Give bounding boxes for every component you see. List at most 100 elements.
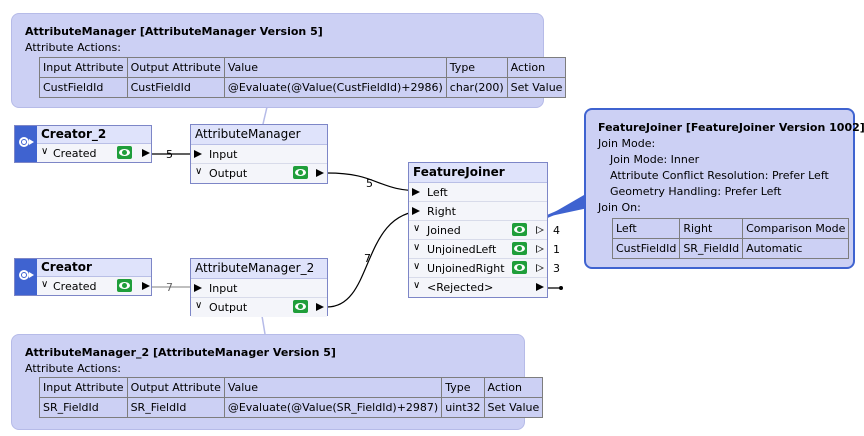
feature-count-label: 5 [166,148,173,161]
table-header-cell: Input Attribute [39,377,128,398]
unjoined-left-count-label: 1 [553,243,560,256]
join-on-label: Join On: [598,201,641,214]
table-header-row: Left Right Comparison Mode [611,218,850,239]
eye-icon[interactable] [293,166,308,179]
port-label: UnjoinedRight [427,262,505,275]
eye-icon[interactable] [117,279,132,292]
output-port-arrow-icon[interactable] [536,264,544,272]
table-cell: CustFieldId [39,77,128,98]
table-cell: SR_FieldId [126,397,225,418]
output-port-created[interactable]: ∨ Created [37,277,151,295]
chevron-down-icon[interactable]: ∨ [195,300,203,311]
table-header-cell: Action [506,57,567,78]
output-port-arrow-icon[interactable] [536,283,544,291]
chevron-down-icon[interactable]: ∨ [413,242,421,253]
annotation-subtitle: Attribute Actions: [25,41,121,54]
table-row: CustFieldId SR_FieldId Automatic [611,238,850,259]
attribute-actions-table: Input Attribute Output Attribute Value T… [39,377,544,418]
input-port-arrow-icon[interactable] [412,207,420,215]
table-cell: char(200) [445,77,508,98]
port-label: Created [53,147,97,160]
creator-icon [15,126,37,162]
port-label: Output [209,167,248,180]
output-port-arrow-icon[interactable] [536,226,544,234]
chevron-down-icon[interactable]: ∨ [41,146,49,157]
output-port-unjoined-right[interactable]: ∨ UnjoinedRight [409,259,547,278]
output-port[interactable]: ∨ Output [191,298,327,317]
table-header-cell: Value [223,57,447,78]
attribute-manager-transformer[interactable]: AttributeManager Input ∨ Output [190,124,328,184]
chevron-down-icon[interactable]: ∨ [41,279,49,290]
eye-icon[interactable] [293,300,308,313]
table-header-cell: Input Attribute [39,57,128,78]
eye-icon[interactable] [512,223,527,236]
input-port-arrow-icon[interactable] [194,150,202,158]
port-label: UnjoinedLeft [427,243,497,256]
annotation-attribute-manager-2[interactable]: AttributeManager_2 [AttributeManager Ver… [11,334,544,430]
table-cell: CustFieldId [126,77,225,98]
eye-icon[interactable] [117,146,132,159]
table-header-cell: Output Attribute [126,57,225,78]
geometry-handling-value: Geometry Handling: Prefer Left [610,185,782,198]
table-cell: Automatic [742,238,850,259]
port-label: Input [209,148,238,161]
annotation-subtitle: Attribute Actions: [25,362,121,375]
output-port-joined[interactable]: ∨ Joined [409,221,547,240]
input-port[interactable]: Input [191,279,327,298]
chevron-down-icon[interactable]: ∨ [413,223,421,234]
annotation-attribute-manager[interactable]: AttributeManager [AttributeManager Versi… [11,13,567,108]
chevron-down-icon[interactable]: ∨ [413,280,421,291]
table-header-row: Input Attribute Output Attribute Value T… [39,57,567,78]
port-label: Input [209,282,238,295]
creator-icon [15,259,37,295]
table-header-cell: Value [223,377,443,398]
feature-count-label: 7 [166,281,173,294]
table-cell: @Evaluate(@Value(CustFieldId)+2986) [223,77,447,98]
creator-2-transformer[interactable]: Creator_2 ∨ Created [14,125,152,163]
feature-joiner-transformer[interactable]: FeatureJoiner Left Right ∨ Joined ∨ Unjo… [408,162,548,298]
output-port[interactable]: ∨ Output [191,164,327,183]
input-port-left[interactable]: Left [409,183,547,202]
table-header-cell: Type [441,377,485,398]
port-label: Right [427,205,456,218]
table-header-cell: Output Attribute [126,377,225,398]
input-port-arrow-icon[interactable] [194,284,202,292]
unjoined-right-count-label: 3 [553,262,560,275]
output-port-arrow-icon[interactable] [316,303,324,311]
table-cell: uint32 [441,397,485,418]
join-on-table: Left Right Comparison Mode CustFieldId S… [611,218,850,259]
output-port-arrow-icon[interactable] [316,169,324,177]
creator-transformer[interactable]: Creator ∨ Created [14,258,152,296]
chevron-down-icon[interactable]: ∨ [413,261,421,272]
output-port-arrow-icon[interactable] [142,282,150,290]
output-port-arrow-icon[interactable] [536,245,544,253]
input-port-right[interactable]: Right [409,202,547,221]
attribute-manager-2-transformer[interactable]: AttributeManager_2 Input ∨ Output [190,258,328,317]
output-port-rejected[interactable]: ∨ <Rejected> [409,278,547,297]
eye-icon[interactable] [512,242,527,255]
eye-icon[interactable] [512,261,527,274]
table-header-cell: Action [483,377,544,398]
output-port-unjoined-left[interactable]: ∨ UnjoinedLeft [409,240,547,259]
table-header-row: Input Attribute Output Attribute Value T… [39,377,544,398]
transformer-title: Creator [37,259,151,277]
table-cell: Set Value [506,77,567,98]
join-mode-label: Join Mode: [598,137,656,150]
table-row: CustFieldId CustFieldId @Evaluate(@Value… [39,77,567,98]
transformer-title: AttributeManager_2 [191,259,327,279]
output-port-arrow-icon[interactable] [142,149,150,157]
join-mode-value: Join Mode: Inner [610,153,700,166]
input-port[interactable]: Input [191,145,327,164]
annotation-feature-joiner[interactable]: FeatureJoiner [FeatureJoiner Version 100… [584,108,864,269]
attribute-actions-table: Input Attribute Output Attribute Value T… [39,57,567,98]
chevron-down-icon[interactable]: ∨ [195,166,203,177]
table-cell: Set Value [483,397,544,418]
table-cell: SR_FieldId [679,238,744,259]
transformer-title: FeatureJoiner [409,163,547,183]
table-cell: SR_FieldId [39,397,128,418]
table-row: SR_FieldId SR_FieldId @Evaluate(@Value(S… [39,397,544,418]
output-port-created[interactable]: ∨ Created [37,144,151,162]
table-header-cell: Type [445,57,508,78]
input-port-arrow-icon[interactable] [412,188,420,196]
